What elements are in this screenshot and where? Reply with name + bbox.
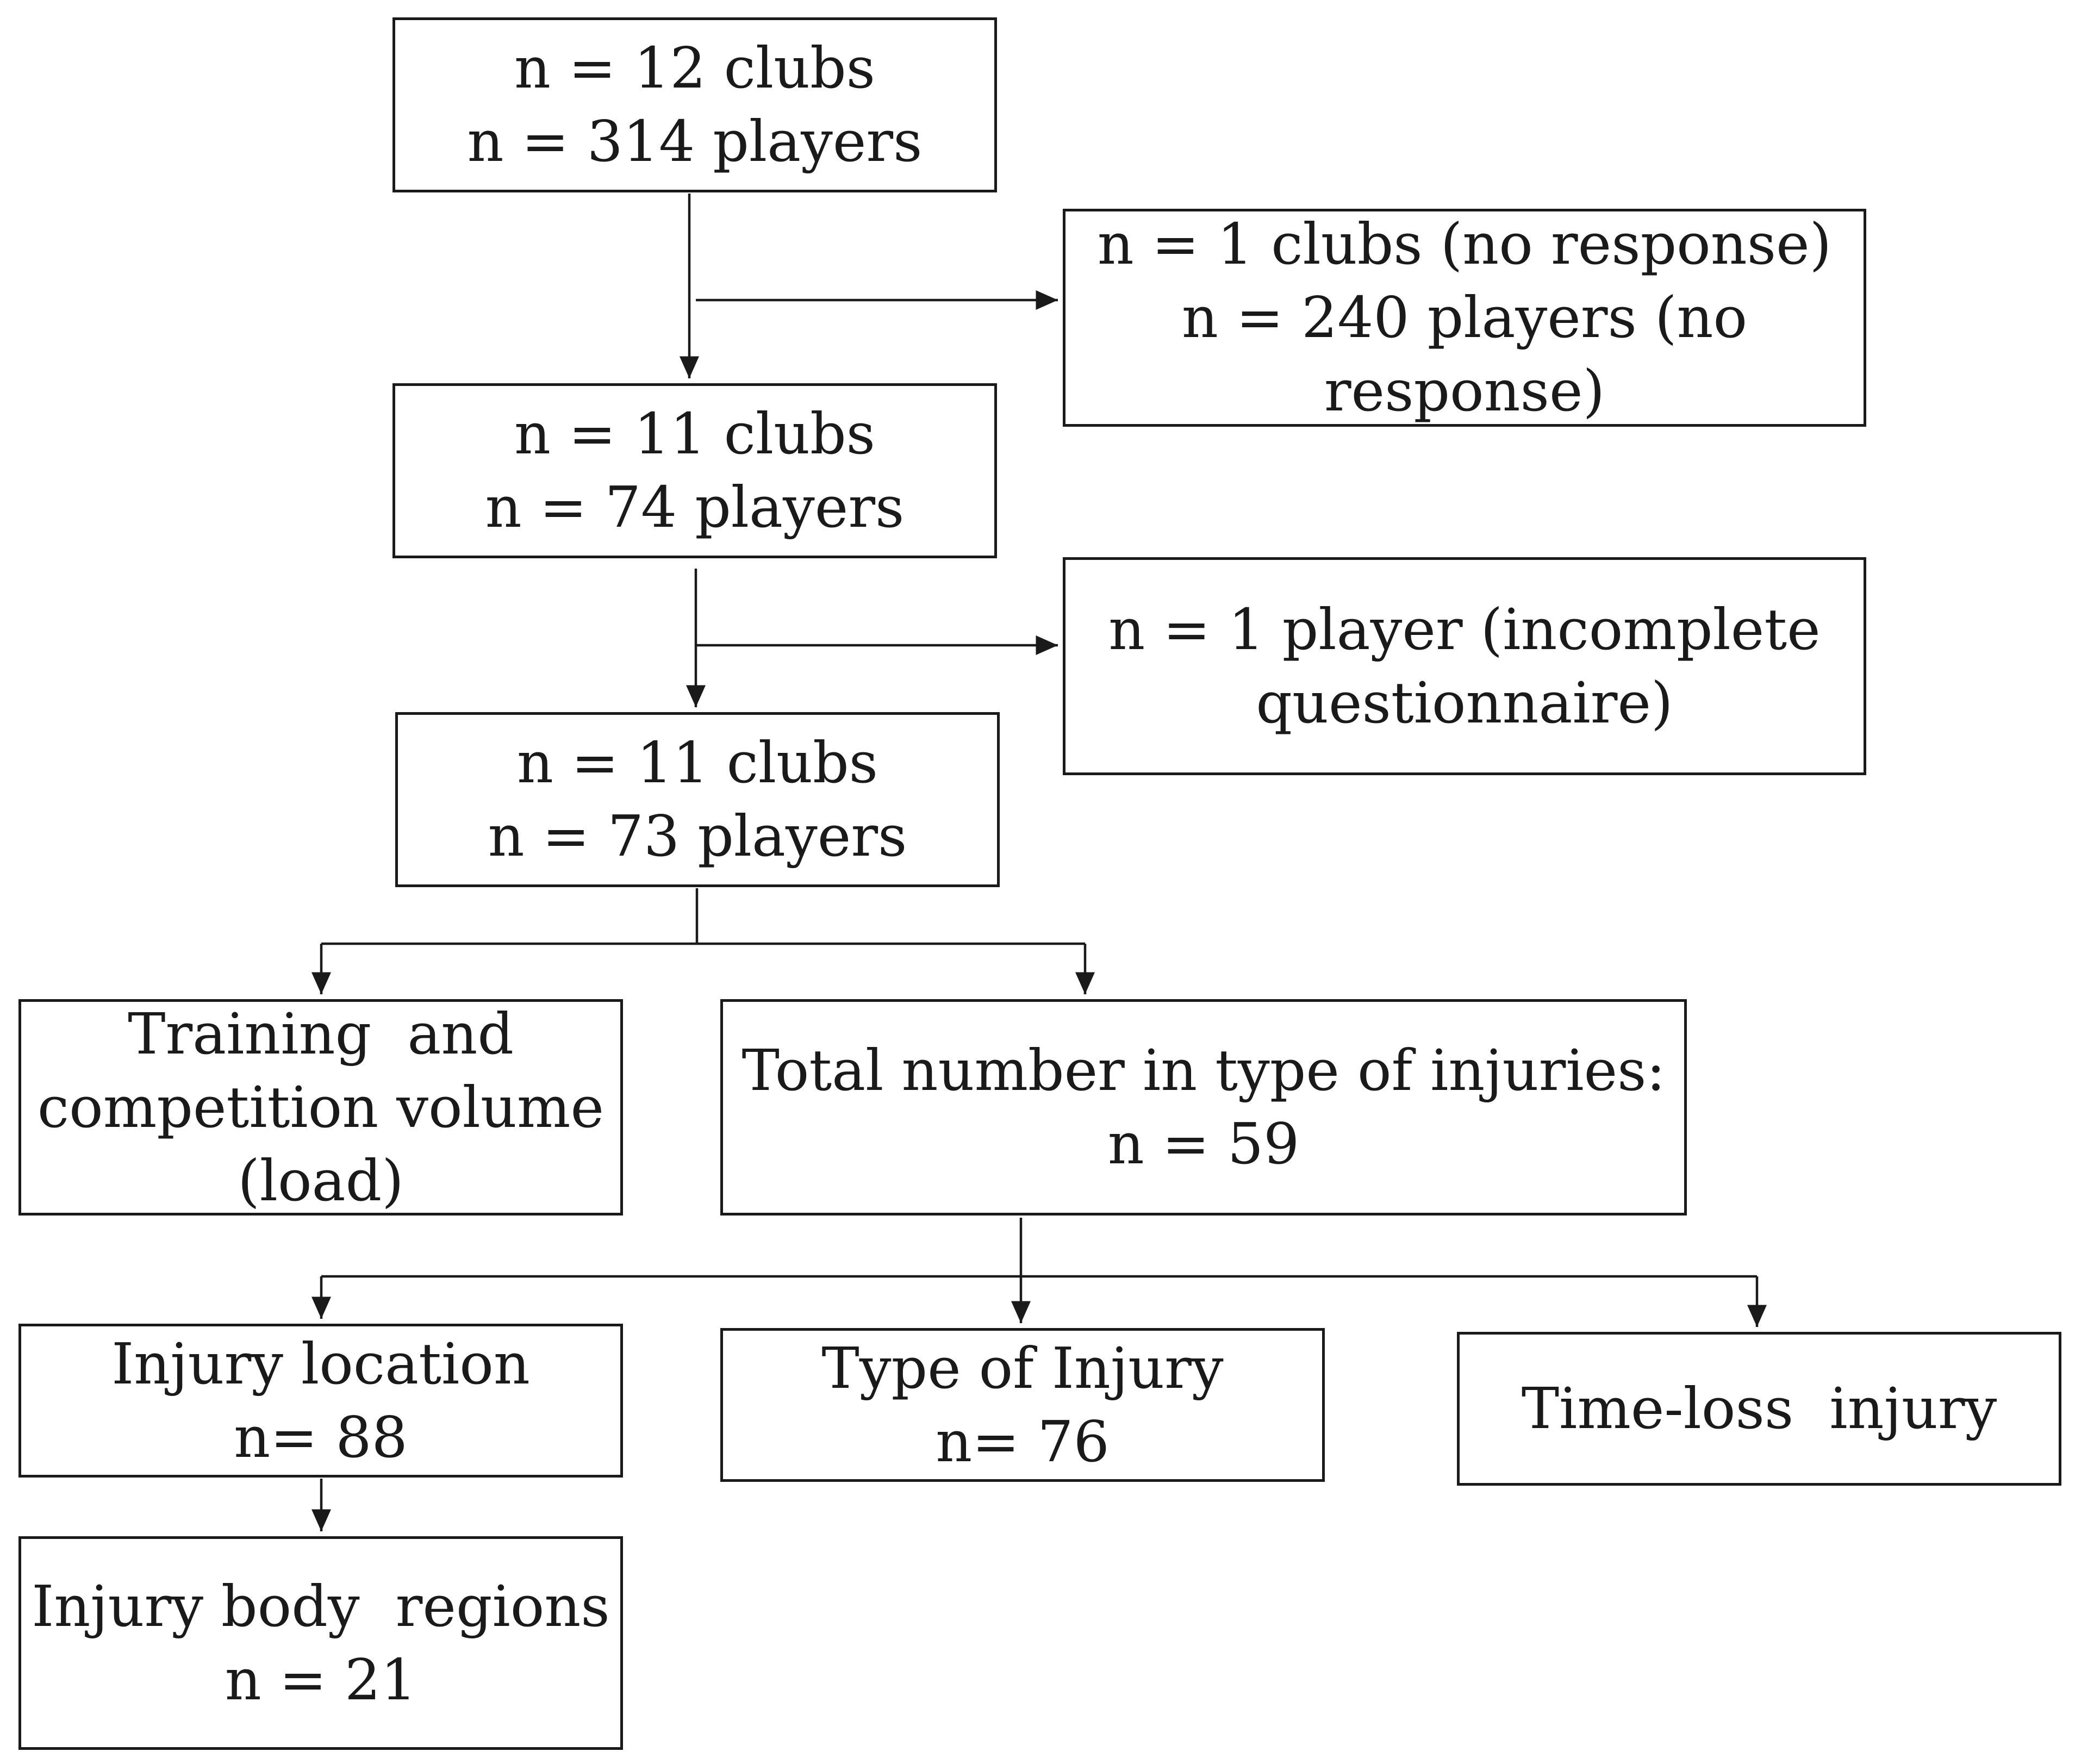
box-line: n= 88 (234, 1404, 408, 1470)
box-line: n = 21 (225, 1646, 417, 1713)
box-line: n = 11 clubs (514, 401, 876, 467)
box-line: n = 74 players (485, 474, 905, 540)
box-line: n = 11 clubs (516, 730, 878, 796)
box-line: Training and (128, 1000, 514, 1067)
box-line: Type of Injury (821, 1335, 1224, 1401)
box-exclusion-incomplete: n = 1 player (incomplete questionnaire) (1063, 557, 1866, 775)
box-initial-sample: n = 12 clubs n = 314 players (392, 17, 997, 192)
box-exclusion-no-response: n = 1 clubs (no response) n = 240 player… (1063, 209, 1866, 427)
box-line: questionnaire) (1256, 669, 1673, 736)
box-line: Injury location (111, 1330, 530, 1397)
box-responding-sample: n = 11 clubs n = 74 players (392, 383, 997, 558)
box-line: n = 314 players (467, 108, 923, 174)
box-time-loss-injury: Time-loss injury (1457, 1332, 2061, 1486)
box-line: (load) (238, 1147, 404, 1214)
box-line: n = 1 player (incomplete (1108, 596, 1821, 663)
box-injury-body-regions: Injury body regions n = 21 (18, 1536, 623, 1750)
box-line: n= 76 (936, 1408, 1110, 1475)
box-type-of-injury: Type of Injury n= 76 (720, 1328, 1325, 1482)
box-line: n = 1 clubs (no response) (1097, 211, 1832, 277)
box-line: n = 12 clubs (514, 35, 876, 101)
box-line: Injury body regions (32, 1573, 610, 1640)
box-line: n = 59 (1107, 1111, 1300, 1177)
box-total-injuries: Total number in type of injuries: n = 59 (720, 999, 1687, 1216)
box-line: response) (1324, 358, 1605, 424)
box-line: n = 73 players (488, 803, 907, 869)
box-line: n = 240 players (no (1181, 284, 1748, 351)
box-final-sample: n = 11 clubs n = 73 players (395, 712, 1000, 887)
box-line: Total number in type of injuries: (741, 1037, 1666, 1104)
box-line: competition volume (37, 1074, 605, 1140)
box-line: Time-loss injury (1521, 1375, 1997, 1442)
box-injury-location: Injury location n= 88 (18, 1324, 623, 1478)
box-training-volume: Training and competition volume (load) (18, 999, 623, 1216)
